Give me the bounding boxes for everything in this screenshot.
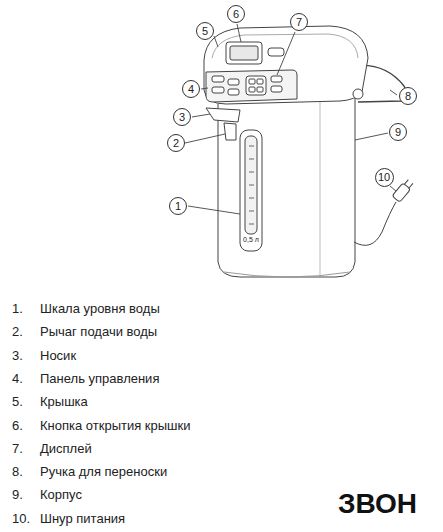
callout-number: 2 [173, 138, 179, 149]
leader-line [277, 32, 295, 75]
part-name: Корпус [40, 488, 82, 503]
level-window [240, 130, 262, 251]
list-number: 2. [12, 325, 23, 340]
list-number: 5. [12, 395, 23, 410]
callout-number: 10 [378, 172, 390, 183]
callout-circle: 7 [290, 13, 308, 31]
callout-circle: 6 [227, 5, 245, 23]
part-name: Кнопка открытия крышки [40, 419, 191, 434]
button [257, 79, 263, 84]
button [212, 76, 224, 82]
leader-line [185, 134, 225, 143]
callout-circle: 4 [182, 80, 200, 98]
list-number: 4. [12, 372, 23, 387]
level-tube [245, 136, 257, 234]
control-panel [206, 70, 297, 102]
part-name: Носик [40, 349, 76, 364]
watermark: ЗВОН [338, 488, 417, 520]
leader-line [237, 24, 241, 42]
lid [204, 26, 368, 104]
callout-circle: 3 [173, 108, 191, 126]
power-cord [354, 202, 396, 245]
callout-circle: 2 [167, 134, 185, 152]
callout-number: 7 [296, 17, 302, 28]
level-mark: 0,5 л [243, 236, 259, 244]
button [257, 87, 263, 92]
callout-circle: 9 [389, 123, 407, 141]
callout-number: 3 [179, 112, 185, 123]
list-number: 3. [12, 349, 23, 364]
list-number: 6. [12, 419, 23, 434]
list-number: 7. [12, 442, 23, 457]
callout-number: 9 [395, 127, 401, 138]
list-number: 1. [12, 302, 23, 317]
callout-number: 8 [405, 91, 411, 102]
body [218, 98, 355, 277]
spout [206, 108, 240, 122]
leader-lines [185, 24, 397, 214]
part-name: Рычаг подачи воды [40, 325, 157, 340]
leader-line [201, 88, 208, 89]
callout-number: 5 [202, 26, 208, 37]
button [271, 76, 282, 82]
callout-number: 1 [175, 201, 181, 212]
display [226, 42, 262, 64]
list-number: 8. [12, 465, 23, 480]
part-name: Панель управления [40, 372, 159, 387]
button [228, 89, 239, 95]
callout-circle: 1 [169, 197, 187, 215]
lid-button [268, 48, 284, 56]
part-name: Ручка для переноски [40, 465, 167, 480]
list-number: 9. [12, 488, 23, 503]
list-number: 10. [12, 512, 30, 527]
button [212, 87, 224, 93]
display-screen [230, 46, 258, 60]
callout-circle: 5 [196, 22, 214, 40]
leader-line [355, 133, 388, 140]
button [228, 79, 239, 85]
callout-circle: 10 [375, 168, 394, 187]
level-ticks [249, 146, 254, 224]
button [249, 87, 255, 92]
leader-line [390, 90, 397, 95]
part-name: Дисплей [40, 442, 92, 457]
callout-circle: 8 [399, 87, 417, 105]
button-group [246, 76, 266, 95]
callout-number: 4 [188, 84, 194, 95]
leader-line [214, 36, 218, 47]
lever [224, 123, 236, 140]
callout-number: 6 [233, 9, 239, 20]
part-name: Шкала уровня воды [40, 302, 160, 317]
leader-line [188, 206, 240, 214]
handle-pivot [353, 89, 363, 99]
body-edge [320, 102, 321, 276]
base-line [224, 272, 350, 277]
part-name: Шнур питания [40, 512, 125, 527]
leader-line [192, 114, 210, 117]
button [249, 79, 255, 84]
leader-line [390, 186, 396, 191]
part-name: Крышка [40, 395, 88, 410]
button [271, 86, 282, 92]
